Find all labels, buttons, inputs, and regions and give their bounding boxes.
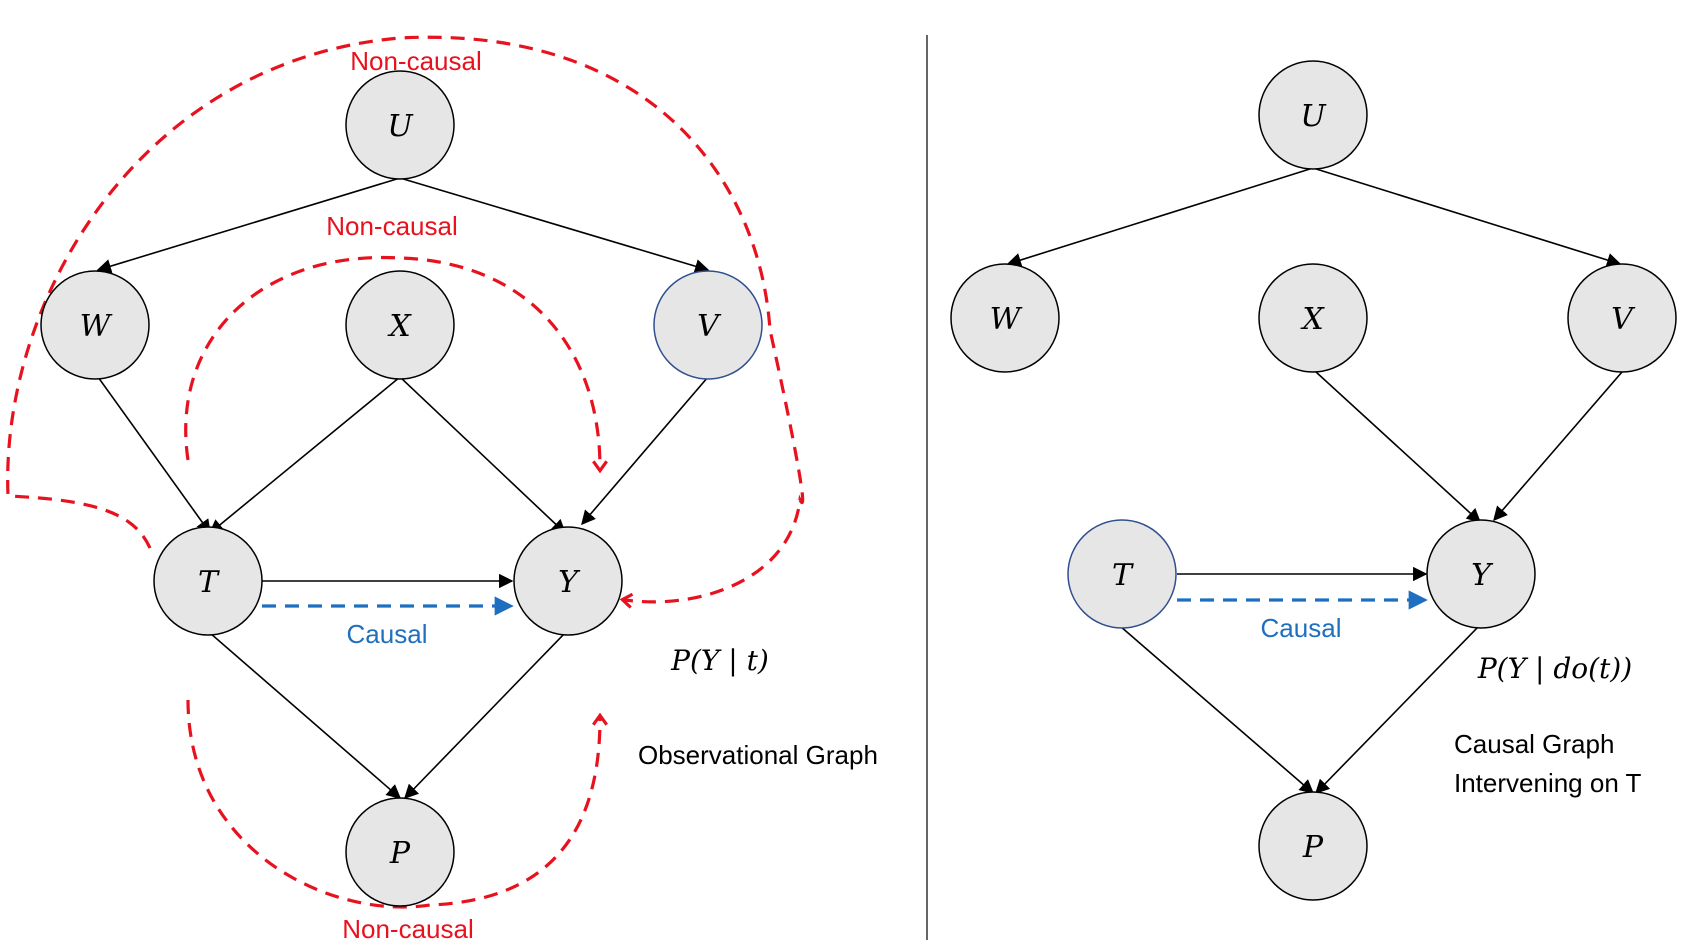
node-v: V [653,270,763,380]
interventional-caption-line1: Causal Graph [1454,729,1614,759]
interventional-graph: U W X V T Y P Causal P(Y | do(t)) Causa [950,60,1677,901]
node-p: P [345,797,455,907]
noncausal-path-top [6,35,805,609]
observational-caption: Observational Graph [638,740,878,770]
edge-u-w [96,177,401,274]
noncausal-path-bottom [186,699,608,909]
noncausal-path-middle [184,255,608,474]
int-edge-u-w [1006,167,1314,267]
svg-text:T: T [198,565,220,600]
svg-text:X: X [387,309,412,344]
edge-x-t [208,376,401,534]
svg-text:V: V [697,309,722,344]
observational-graph: U W X V T Y P Non-causal Non-causal Non [6,35,878,944]
int-node-y: Y [1426,519,1536,629]
svg-text:P: P [389,836,411,871]
edge-w-t [97,376,211,535]
int-edge-t-p [1119,625,1315,794]
edge-u-v [399,177,710,274]
svg-text:T: T [1112,558,1134,593]
svg-text:V: V [1611,302,1636,337]
int-node-v: V [1567,263,1677,373]
int-node-u: U [1258,60,1368,170]
svg-text:W: W [990,302,1023,337]
noncausal-label-bottom: Non-causal [342,914,474,944]
int-node-t: T [1067,519,1177,629]
int-edge-u-v [1312,167,1622,268]
interventional-formula: P(Y | do(t)) [1477,652,1632,685]
node-x: X [345,270,455,380]
svg-text:Y: Y [558,565,581,600]
noncausal-label-top: Non-causal [350,46,482,76]
svg-text:P: P [1302,830,1324,865]
edge-x-y [399,376,567,534]
node-u: U [345,70,455,180]
int-node-p: P [1258,791,1368,901]
noncausal-label-middle: Non-causal [326,211,458,241]
svg-text:U: U [387,109,414,144]
int-edge-v-y [1493,371,1623,522]
int-causal-label: Causal [1261,613,1342,643]
int-edge-x-y [1315,371,1482,523]
int-edge-y-p [1314,625,1480,795]
edge-t-p [209,632,402,799]
node-t: T [153,526,263,636]
interventional-caption-line2: Intervening on T [1454,768,1642,798]
int-node-x: X [1258,263,1368,373]
causal-label: Causal [347,619,428,649]
int-node-w: W [950,263,1060,373]
edge-y-p [403,632,566,800]
node-w: W [40,270,150,380]
observational-formula: P(Y | t) [670,644,769,677]
edge-v-y [581,376,709,526]
node-y: Y [513,526,623,636]
svg-text:X: X [1300,302,1325,337]
svg-text:W: W [80,309,113,344]
svg-text:U: U [1300,99,1327,134]
svg-text:Y: Y [1471,558,1494,593]
